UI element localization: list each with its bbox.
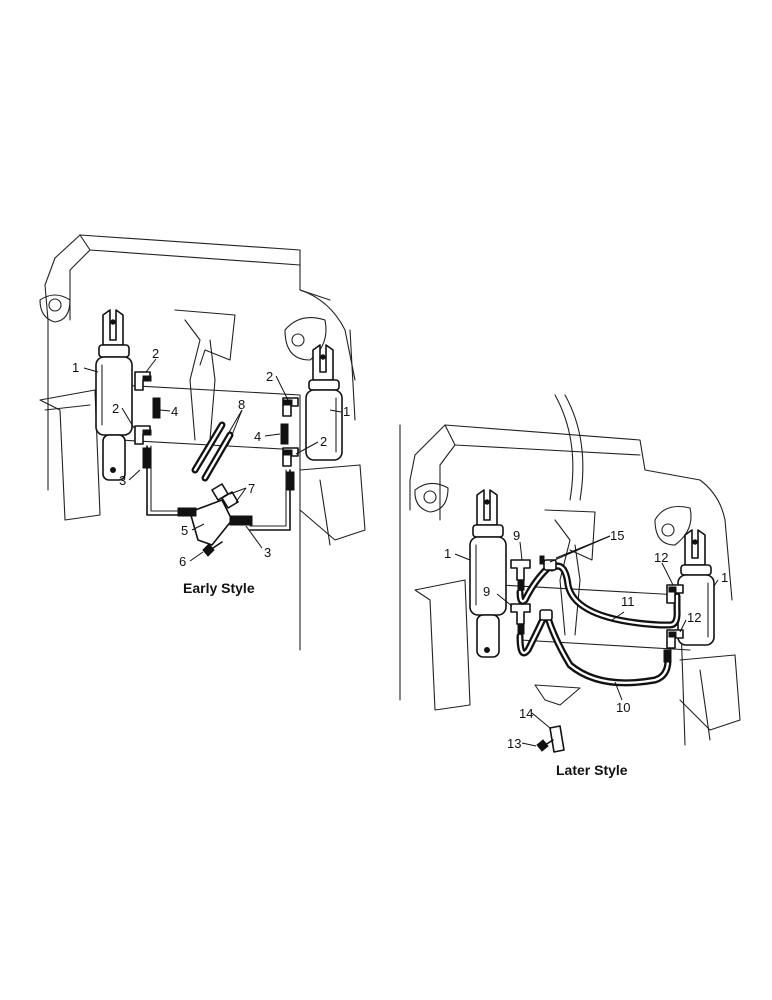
caption-early-style: Early Style bbox=[183, 580, 255, 596]
callout-early-elbow-bottom-right: 2 bbox=[320, 434, 327, 449]
early-frame bbox=[39, 234, 366, 651]
early-right-cylinder bbox=[305, 344, 343, 461]
early-left-cylinder bbox=[95, 309, 133, 481]
early-tubes bbox=[142, 445, 295, 531]
later-elbow-fittings bbox=[663, 584, 684, 663]
early-hoses bbox=[191, 421, 234, 482]
early-elbow-fittings bbox=[134, 371, 299, 467]
callout-later-hose-upper: 11 bbox=[621, 594, 635, 609]
callout-early-elbow-top-right: 2 bbox=[266, 369, 273, 384]
callout-early-cylinder-left: 1 bbox=[72, 360, 79, 375]
early-bolt bbox=[202, 541, 223, 557]
early-leaders bbox=[83, 358, 342, 562]
callout-later-cylinder-left: 1 bbox=[444, 546, 451, 561]
early-adapters bbox=[152, 397, 289, 445]
callout-early-tube-right: 3 bbox=[264, 545, 271, 560]
callout-early-hose: 8 bbox=[238, 397, 245, 412]
early-style-assembly: 1 2 2 4 8 2 1 4 2 3 7 5 3 6 Early Style bbox=[39, 234, 366, 651]
later-clamp bbox=[536, 725, 565, 753]
callout-later-tee-bottom: 9 bbox=[483, 584, 490, 599]
callout-later-elbow-bottom: 12 bbox=[687, 610, 701, 625]
callout-later-elbow-top: 12 bbox=[654, 550, 668, 565]
callout-early-bolt: 6 bbox=[179, 554, 186, 569]
later-hose-connectors bbox=[539, 555, 557, 621]
later-hoses bbox=[516, 562, 681, 687]
callout-early-manifold: 5 bbox=[181, 523, 188, 538]
callout-later-connector: 15 bbox=[610, 528, 624, 543]
callout-early-elbow-bottom-left: 2 bbox=[112, 401, 119, 416]
later-frame bbox=[399, 394, 741, 746]
callout-later-tee-top: 9 bbox=[513, 528, 520, 543]
callout-early-adapter-left: 4 bbox=[171, 404, 178, 419]
callout-early-cylinder-right: 1 bbox=[343, 404, 350, 419]
early-manifold bbox=[177, 483, 253, 546]
callout-early-fitting: 7 bbox=[248, 481, 255, 496]
callout-later-cylinder-right: 1 bbox=[721, 570, 728, 585]
callout-early-elbow-top-left: 2 bbox=[152, 346, 159, 361]
caption-later-style: Later Style bbox=[556, 762, 628, 778]
callout-later-bolt: 13 bbox=[507, 736, 521, 751]
callout-later-hose-lower: 10 bbox=[616, 700, 630, 715]
later-leaders bbox=[454, 535, 719, 747]
later-callout-numbers: 9 15 1 12 1 9 11 12 10 14 13 bbox=[444, 528, 728, 751]
early-callout-numbers: 1 2 2 4 8 2 1 4 2 3 7 5 3 6 bbox=[72, 346, 350, 569]
callout-early-tube-left: 3 bbox=[119, 473, 126, 488]
later-left-cylinder bbox=[469, 489, 507, 658]
callout-later-clamp: 14 bbox=[519, 706, 533, 721]
later-style-assembly: 9 15 1 12 1 9 11 12 10 14 13 Later Style bbox=[399, 394, 741, 778]
callout-early-adapter-right: 4 bbox=[254, 429, 261, 444]
